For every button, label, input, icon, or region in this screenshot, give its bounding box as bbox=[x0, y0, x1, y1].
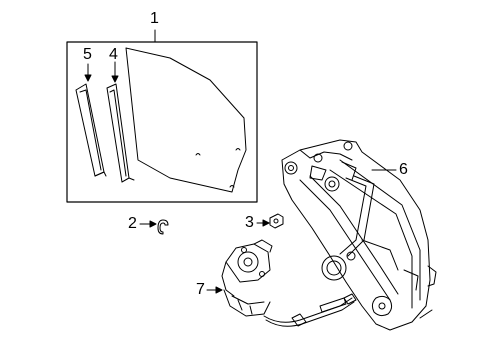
glass-group-box bbox=[66, 29, 258, 203]
door-glass bbox=[125, 47, 247, 193]
callout-5: 5 bbox=[83, 46, 92, 63]
window-regulator-6 bbox=[281, 139, 437, 331]
callout-6: 6 bbox=[399, 161, 408, 178]
clip-2 bbox=[139, 219, 169, 235]
nut-3 bbox=[256, 213, 284, 229]
callout-4: 4 bbox=[109, 46, 118, 63]
callout-7: 7 bbox=[196, 281, 205, 298]
callout-3: 3 bbox=[245, 214, 254, 231]
window-motor-7 bbox=[206, 239, 357, 327]
callout-1: 1 bbox=[150, 10, 159, 27]
callout-2: 2 bbox=[128, 215, 137, 232]
weatherstrip-4 bbox=[106, 61, 135, 183]
run-channel-5 bbox=[75, 63, 107, 177]
